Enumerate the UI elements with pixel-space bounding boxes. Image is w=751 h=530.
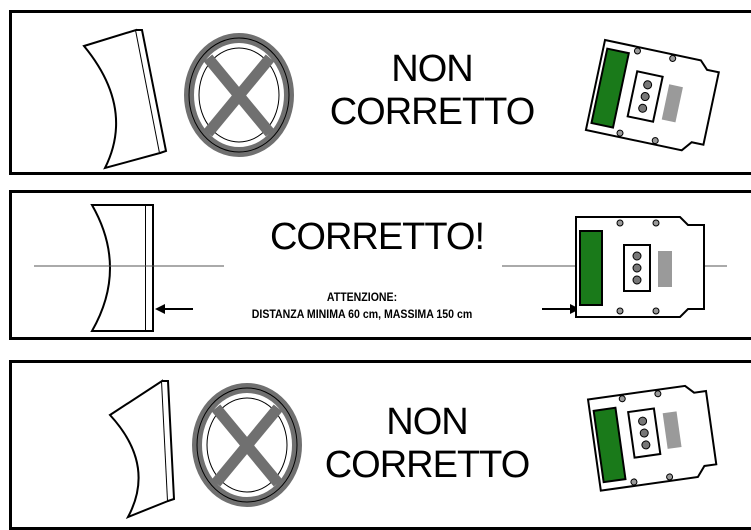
alignment-line-left — [34, 265, 224, 267]
receiver-icon — [586, 384, 718, 492]
status-label-line2: CORRETTO — [324, 444, 531, 486]
panel-incorrect-top: NON CORRETTO — [9, 10, 751, 175]
status-label-line1: NON — [386, 401, 468, 443]
receiver-icon — [575, 216, 705, 318]
reflector-icon — [90, 204, 154, 332]
receiver-icon — [584, 38, 720, 152]
prohibited-icon — [192, 383, 302, 507]
status-label-line2: CORRETTO — [329, 91, 536, 133]
arrow-left-icon — [155, 304, 193, 314]
panel-correct: CORRETTO! ATTENZIONE: DISTANZA MINIMA 60… — [9, 190, 751, 340]
panel-incorrect-bottom: NON CORRETTO — [9, 360, 751, 530]
reflector-icon — [82, 28, 168, 170]
warning-text: DISTANZA MINIMA 60 cm, MASSIMA 150 cm — [251, 307, 473, 321]
prohibited-icon — [184, 33, 294, 157]
warning-title: ATTENZIONE: — [326, 290, 398, 304]
status-label-line1: NON — [391, 48, 473, 90]
status-label: CORRETTO! — [269, 216, 485, 258]
reflector-icon — [108, 379, 176, 519]
